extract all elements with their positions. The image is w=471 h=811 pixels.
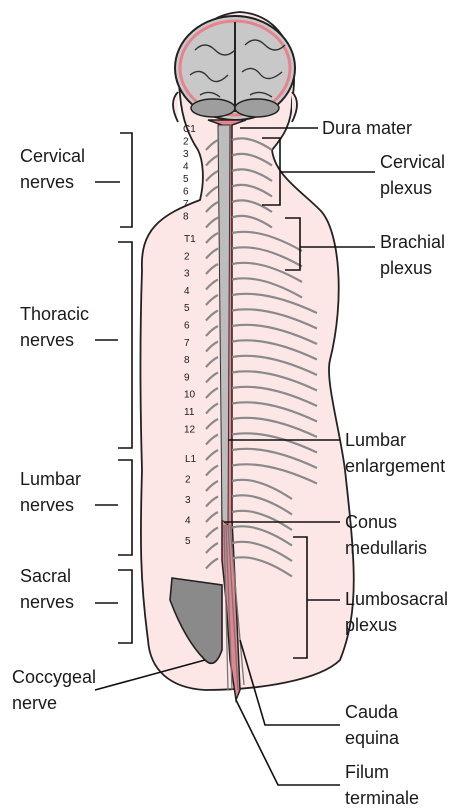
vertebra-number-thoracic: 12: [184, 424, 196, 435]
label-brachial-plexus: Brachial plexus: [380, 232, 450, 278]
label-conus-medullaris: Conus medullaris: [345, 512, 427, 558]
vertebra-number-lumbar: 5: [185, 536, 191, 547]
label-cauda-equina: Cauda equina: [345, 702, 403, 748]
vertebra-number-thoracic: 8: [184, 355, 190, 366]
vertebra-number-cervical: 7: [183, 199, 189, 210]
vertebra-number-cervical: 5: [183, 174, 189, 185]
label-lumbosacral-plexus: Lumbosacral plexus: [345, 589, 453, 635]
label-lumbar-nerves: Lumbar nerves: [20, 469, 86, 515]
vertebra-number-cervical: 2: [183, 137, 189, 148]
label-filum-terminale: Filum terminale: [345, 762, 419, 808]
vertebra-number-cervical: 4: [183, 162, 189, 173]
label-cervical-plexus: Cervical plexus: [380, 152, 450, 198]
vertebra-number-thoracic: 6: [184, 321, 190, 332]
vertebra-number-cervical: 3: [183, 149, 189, 160]
vertebra-number-cervical: 8: [183, 212, 189, 223]
vertebra-number-thoracic: 9: [184, 372, 190, 383]
vertebra-number-thoracic: T1: [184, 234, 196, 245]
label-thoracic-nerves: Thoracic nerves: [20, 304, 94, 350]
vertebra-number-thoracic: 7: [184, 338, 190, 349]
brain: [175, 16, 295, 120]
label-sacral-nerves: Sacral nerves: [20, 566, 76, 612]
vertebra-number-thoracic: 5: [184, 303, 190, 314]
vertebra-number-thoracic: 2: [184, 251, 190, 262]
label-coccygeal-nerve: Coccygeal nerve: [12, 667, 101, 713]
vertebra-number-lumbar: 4: [185, 516, 191, 527]
vertebra-number-lumbar: 2: [185, 475, 191, 486]
vertebra-number-thoracic: 10: [184, 390, 196, 401]
vertebra-number-lumbar: 3: [185, 495, 191, 506]
label-dura-mater: Dura mater: [322, 118, 412, 138]
vertebra-number-thoracic: 11: [184, 407, 195, 418]
right-ear: [292, 92, 297, 122]
vertebra-number-cervical: 6: [183, 187, 189, 198]
vertebra-number-thoracic: 4: [184, 286, 190, 297]
label-lumbar-enlargement: Lumbar enlargement: [345, 430, 445, 476]
vertebra-number-thoracic: 3: [184, 269, 190, 280]
left-ear: [173, 92, 178, 122]
vertebra-number-lumbar: L1: [185, 454, 197, 465]
label-cervical-nerves: Cervical nerves: [20, 146, 90, 192]
vertebra-number-cervical: C1: [183, 124, 196, 135]
